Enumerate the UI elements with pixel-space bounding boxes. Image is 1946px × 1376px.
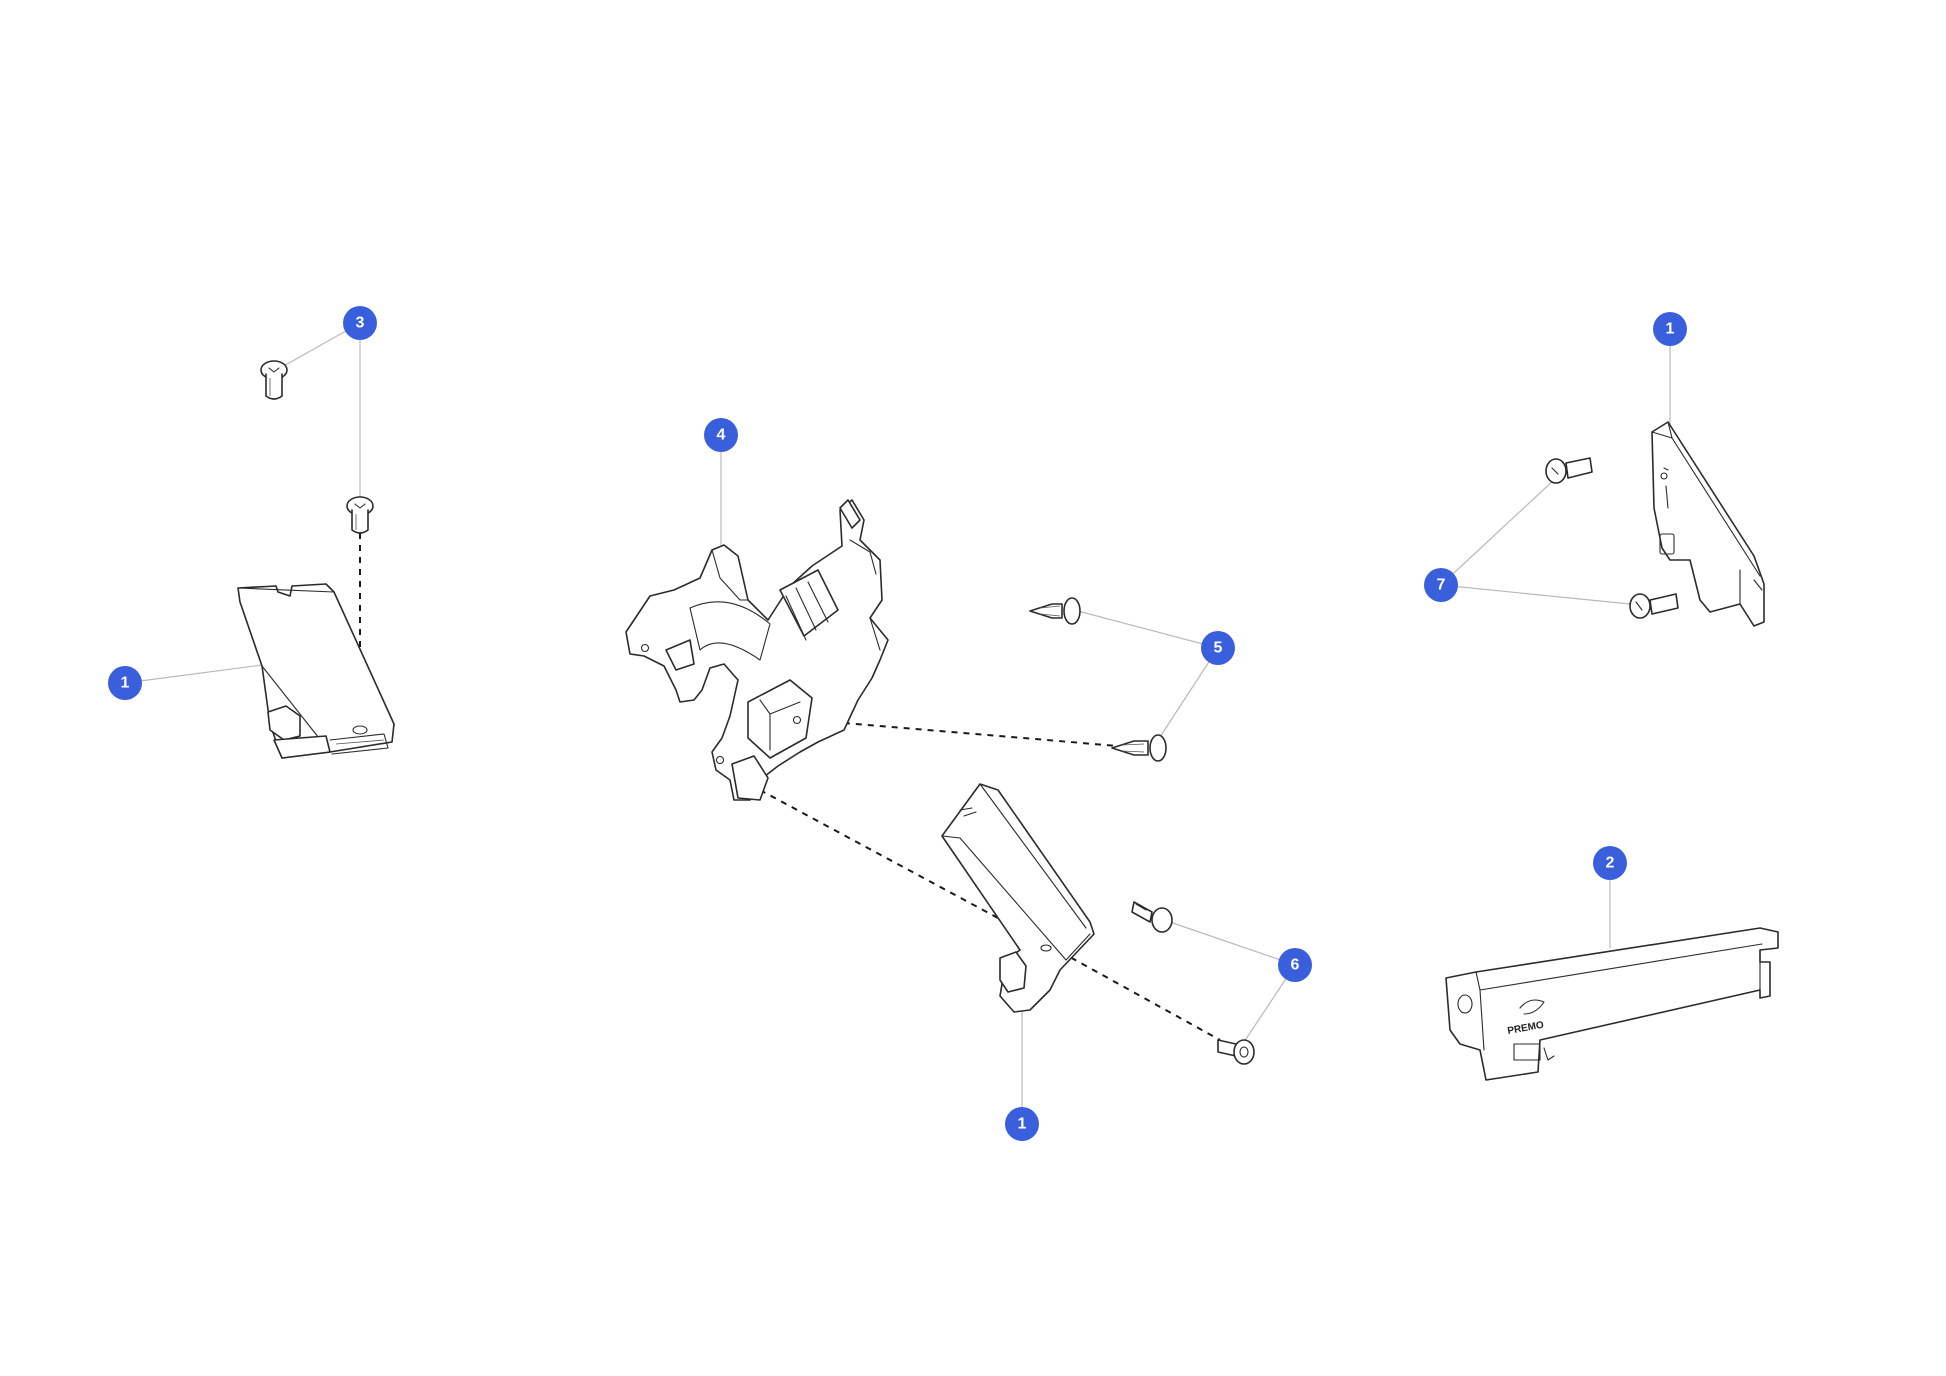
mounting-bracket-left [237, 583, 395, 759]
pointed-screw-upper-icon [1029, 597, 1081, 625]
svg-text:5: 5 [1214, 640, 1223, 657]
callout-1-right[interactable]: 1 [1653, 312, 1687, 346]
svg-text:7: 7 [1437, 577, 1446, 594]
callout-3[interactable]: 3 [343, 306, 377, 340]
screw-6-lower-icon [1217, 1039, 1255, 1065]
mounting-bracket-right [1651, 421, 1765, 627]
svg-text:1: 1 [1666, 321, 1675, 338]
screw-6-upper-icon [1131, 901, 1173, 933]
callout-2[interactable]: 2 [1593, 846, 1627, 880]
callout-6[interactable]: 6 [1278, 948, 1312, 982]
callout-1-center[interactable]: 1 [1005, 1107, 1039, 1141]
screw-above-bracket-icon [346, 496, 374, 534]
svg-text:6: 6 [1291, 957, 1300, 974]
screw-7-upper-icon [1545, 457, 1593, 484]
mounting-bracket-center [941, 783, 1095, 1013]
screw-7-lower-icon [1629, 593, 1679, 619]
leader-lines [124, 322, 1671, 1124]
main-holder-bracket [625, 499, 889, 801]
callout-4[interactable]: 4 [704, 418, 738, 452]
svg-text:1: 1 [1018, 1116, 1027, 1133]
assembly-lines [359, 533, 1221, 1041]
svg-text:2: 2 [1606, 855, 1615, 872]
rail-bracket-premo: PREMO [1445, 927, 1779, 1081]
callout-7[interactable]: 7 [1424, 568, 1458, 602]
callout-5[interactable]: 5 [1201, 631, 1235, 665]
pointed-screw-lower-icon [1111, 734, 1167, 762]
callout-1-left[interactable]: 1 [108, 666, 142, 700]
svg-text:4: 4 [717, 427, 726, 444]
screw-top-left-icon [260, 360, 288, 400]
svg-text:3: 3 [356, 315, 365, 332]
svg-text:1: 1 [121, 675, 130, 692]
